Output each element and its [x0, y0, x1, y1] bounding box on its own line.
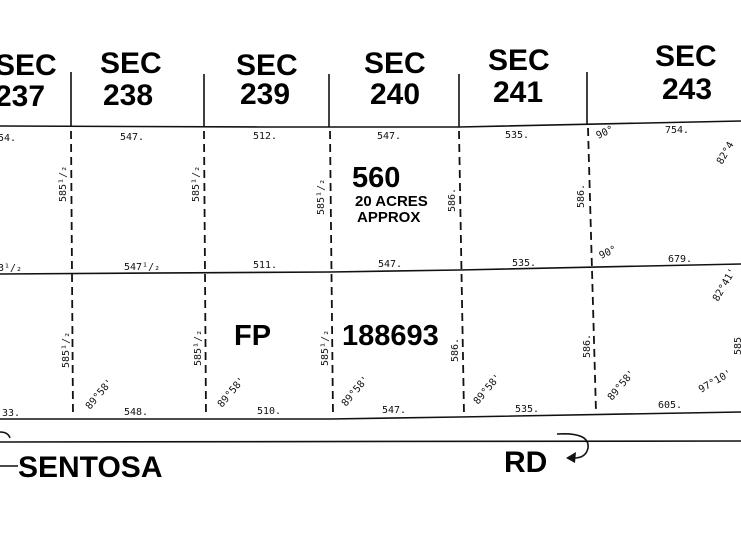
dimension-label: 33. — [2, 408, 20, 419]
angle-label: 89°58' — [216, 375, 248, 410]
dimension-label: 547. — [120, 132, 144, 143]
angle-label: 82°4 — [715, 140, 737, 166]
dimension-label: 585¹/₂ — [320, 330, 331, 366]
lot-number: 560 — [352, 162, 400, 194]
road-curve-left — [0, 431, 11, 439]
middle-boundary-line — [0, 263, 741, 275]
plan-prefix: FP — [234, 320, 271, 352]
lot-info: 560 20 ACRES APPROX FP 188693 — [234, 162, 439, 352]
lot-divider-dashed — [70, 130, 74, 417]
arrow-head-icon — [566, 452, 576, 463]
dimension-label: 548. — [124, 407, 148, 418]
dimension-label: 511. — [253, 260, 277, 271]
plan-number: 188693 — [342, 320, 439, 352]
angle-label: 89°58' — [84, 377, 116, 412]
dimension-label: 585 — [733, 337, 741, 355]
middle-row-dimensions: 3¹/₂ 547¹/₂ 511. 547. 535. 679. — [0, 254, 692, 274]
section-239-label-2: 239 — [240, 78, 290, 111]
dimension-label: 585¹/₂ — [58, 166, 69, 202]
lot-divider-dashed — [587, 127, 597, 413]
vertical-dimensions: 585¹/₂ 585¹/₂ 585¹/₂ 586. 586. 585¹/₂ 58… — [58, 166, 593, 368]
dimension-label: 535. — [505, 130, 529, 141]
lot-area-qualifier: APPROX — [357, 209, 420, 226]
angle-label: 90° — [598, 244, 619, 262]
dimension-label: 586. — [582, 334, 593, 358]
section-241-label-1: SEC — [488, 44, 550, 77]
section-238-label-1: SEC — [100, 47, 162, 80]
dimension-label: 510. — [257, 406, 281, 417]
section-238-label-2: 238 — [103, 79, 153, 112]
section-243-label-1: SEC — [655, 40, 717, 73]
section-240-label-2: 240 — [370, 78, 420, 111]
angle-label: 97°10' — [697, 368, 734, 396]
road-labels: SENTOSA RD — [0, 431, 589, 484]
angle-label: 89°58' — [472, 372, 504, 407]
dimension-label: 535. — [515, 404, 539, 415]
lot-area: 20 ACRES — [355, 193, 428, 210]
dimension-label: 586. — [450, 338, 461, 362]
section-237-label-1: SEC — [0, 49, 57, 82]
section-240-label-1: SEC — [364, 47, 426, 80]
dimension-label: 585¹/₂ — [316, 179, 327, 215]
section-241-label-2: 241 — [493, 76, 543, 109]
angle-label: 90° — [595, 124, 616, 142]
dimension-label: 547. — [377, 131, 401, 142]
bottom-boundary-line — [0, 411, 741, 420]
dimension-label: 512. — [253, 131, 277, 142]
lot-divider-dashed — [203, 130, 207, 417]
section-labels: SEC 237 SEC 238 SEC 239 SEC 240 SEC 241 … — [0, 40, 717, 113]
dimension-label: 586. — [576, 184, 587, 208]
dimension-label: 585¹/₂ — [191, 166, 202, 202]
dimension-label: 547¹/₂ — [124, 262, 160, 273]
lot-dividers — [70, 127, 597, 417]
dimension-label: 679. — [668, 254, 692, 265]
top-boundary-line — [0, 120, 741, 128]
section-239-label-1: SEC — [236, 49, 298, 82]
section-dividers — [70, 72, 588, 127]
bottom-angle-labels: 89°58' 89°58' 89°58' 89°58' 89°58' — [84, 368, 638, 412]
road-name-right: RD — [504, 446, 547, 479]
lot-divider-dashed — [329, 130, 334, 417]
road-line — [0, 440, 741, 443]
road-arrow-curve — [556, 432, 589, 459]
parcel-boundaries — [0, 120, 741, 443]
dimension-label: 535. — [512, 258, 536, 269]
angle-label: 89°58' — [340, 374, 372, 409]
dimension-label: 547. — [378, 259, 402, 270]
road-name-left: SENTOSA — [18, 451, 162, 484]
dimension-label: 547. — [382, 405, 406, 416]
dimension-label: 3¹/₂ — [0, 263, 22, 274]
angle-label: 89°58' — [606, 368, 638, 403]
dimension-label: 605. — [658, 400, 682, 411]
top-row-dimensions: 54. 547. 512. 547. 535. 754. — [0, 125, 689, 144]
dimension-label: 585¹/₂ — [61, 332, 72, 368]
bottom-row-dimensions: 33. 548. 510. 547. 535. 605. — [2, 400, 682, 419]
section-237-label-2: 237 — [0, 80, 45, 113]
angle-label: 82°41' — [711, 267, 739, 304]
dimension-label: 754. — [665, 125, 689, 136]
dimension-label: 586. — [447, 188, 458, 212]
dimension-label: 585¹/₂ — [193, 330, 204, 366]
lot-divider-dashed — [458, 130, 465, 415]
dimension-label: 54. — [0, 133, 16, 144]
section-243-label-2: 243 — [662, 73, 712, 106]
